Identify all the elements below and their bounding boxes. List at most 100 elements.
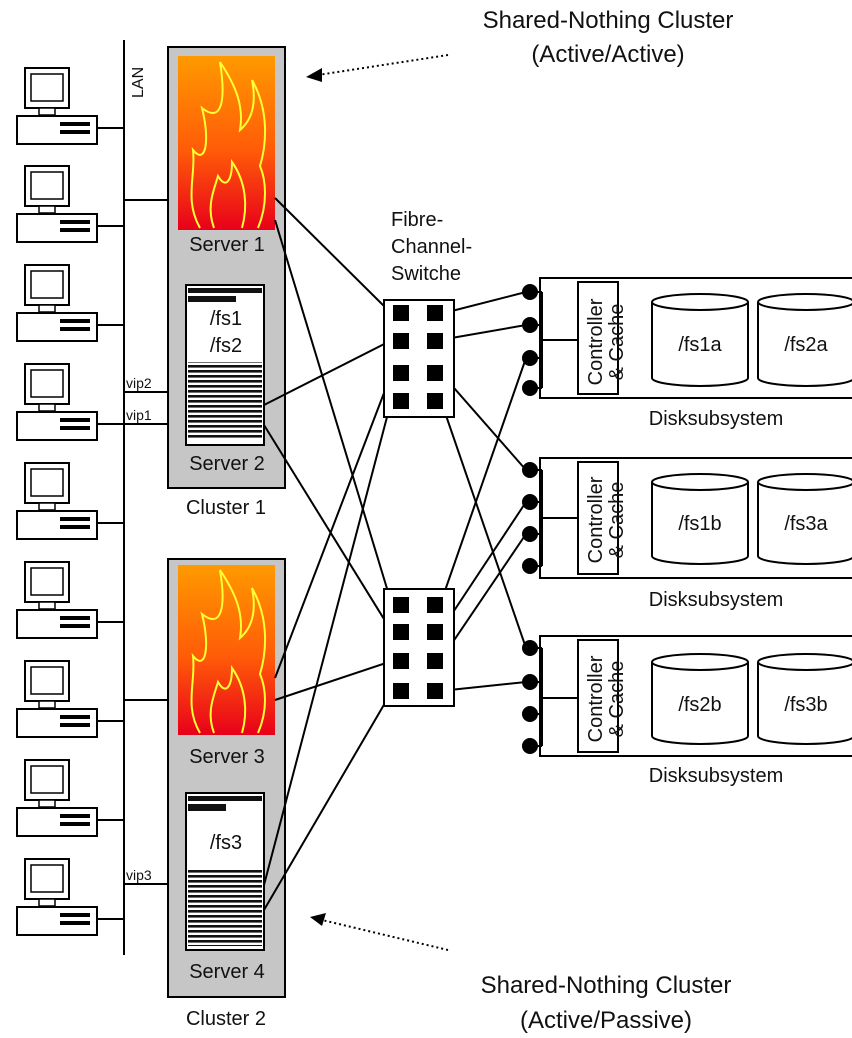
flame-icon [190,569,266,734]
flame-inner-icon [209,664,247,734]
monitor-screen [30,468,64,497]
desktop-computer-icon [16,759,124,837]
drive-slot [60,715,90,719]
drive-slot [60,517,90,521]
server-3-flame [178,565,275,735]
fc-port [522,674,538,690]
monitor-stand [38,898,56,907]
desktop-computer-icon [16,264,124,342]
monitor-stand [38,799,56,808]
drive-slot [60,130,90,134]
server-3: Server 3 [178,565,275,768]
monitor-stand [38,502,56,511]
drive-slot [60,122,90,126]
switch-port [427,653,443,669]
disk-body [651,662,749,745]
monitor-stand [38,304,56,313]
drive-slot [60,426,90,430]
switch-port [393,393,409,409]
fibre-channel-switch [383,299,455,418]
fs-label: /fs3 [210,832,242,854]
fs-label: /fs2 [210,335,242,357]
monitor-screen [30,270,64,299]
fc-port [522,706,538,722]
drive-slot [60,913,90,917]
fc-port [522,350,538,366]
cluster-1-label: Cluster 1 [186,497,266,519]
disk-body [651,482,749,565]
drive-slot [60,319,90,323]
disk-icon [651,653,749,671]
monitor-stand [38,700,56,709]
cable [274,197,393,315]
disksubsystem-3: Controller & Cache /fs2b /fs3b Disksubsy… [522,635,852,787]
server-2-label: Server 2 [189,453,265,475]
controller-cache-box [577,639,619,753]
monitor-screen [30,666,64,695]
controller-label: Controller [585,655,607,742]
switch-port [427,393,443,409]
controller-label: & Cache [606,482,628,559]
server-4-vents [188,868,262,946]
drive-slot [60,525,90,529]
fc-port [522,640,538,656]
disk-body [757,302,852,387]
drive-slot [60,327,90,331]
annotation-bottom-arrow [321,919,449,951]
annotation-top-type: Shared-Nothing Cluster [483,7,734,34]
drive-slot [60,418,90,422]
monitor-stand [38,403,56,412]
disk-body [757,482,852,565]
switch-port [393,305,409,321]
controller-label: Controller [585,298,607,385]
fc-port [522,284,538,300]
cluster-2: Server 3 /fs3 Server 4 vip3 Cluster 2 [126,558,286,1030]
monitor-screen [30,171,64,200]
annotation-top-arrow [317,54,449,76]
drive-slot [60,220,90,224]
annotation-top: Shared-Nothing Cluster (Active/Active) [306,7,733,82]
disk-icon [757,473,852,491]
controller-label: Controller [585,476,607,563]
monitor-screen [30,369,64,398]
disk-label: /fs2a [784,334,828,356]
fc-port [522,738,538,754]
annotation-bottom-type: Shared-Nothing Cluster [481,972,732,999]
monitor-screen [30,73,64,102]
monitor-screen [30,765,64,794]
annotation-bottom-mode: (Active/Passive) [520,1007,692,1034]
controller-cache-box [577,281,619,395]
cable [274,660,393,701]
cable [263,339,393,406]
server-1-flame [178,56,275,230]
switch-port [393,597,409,613]
server-1: Server 1 [178,56,275,256]
switch-port [427,597,443,613]
disk-label: /fs3a [784,513,828,535]
disk-icon [651,293,749,311]
switch-label-line: Fibre- [391,209,443,231]
controller-label: & Cache [606,661,628,738]
switch-port [393,365,409,381]
fc-port [522,317,538,333]
desktop-computer-icon [16,462,124,540]
disk-label: /fs1b [678,513,721,535]
drive-slot [60,814,90,818]
switch-port [393,653,409,669]
vip-label: vip1 [126,407,152,423]
server-4: /fs3 Server 4 [185,792,265,983]
fs-label: /fs1 [210,308,242,330]
fc-port [522,494,538,510]
annotation-top-arrowhead [306,68,322,82]
server-2-drive-bar [188,288,262,293]
switch-port [427,683,443,699]
controller-label: & Cache [606,304,628,381]
desktop-computer-icon [16,363,124,441]
cable [439,397,527,649]
switch-port [427,305,443,321]
desktop-computer-icon [16,67,124,145]
disksubsystem-label: Disksubsystem [649,589,783,611]
desktop-computer-icon [16,165,124,243]
desktop-computer-icon [16,858,124,936]
disk-icon [757,653,852,671]
